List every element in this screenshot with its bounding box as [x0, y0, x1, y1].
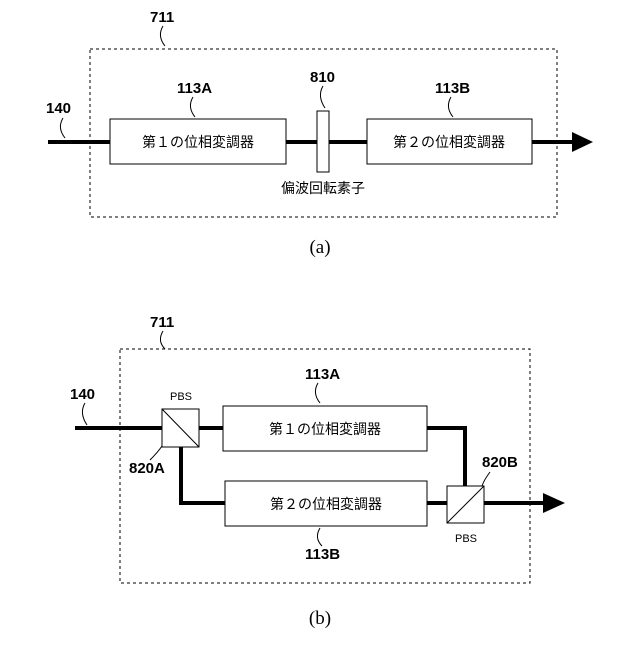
diagram-a: 711 140 第１の位相変調器 113A 810 偏波回転素子 第２の位相変調…	[46, 9, 593, 258]
upper-path-out	[427, 428, 465, 486]
phase-modulator-1-text-b: 第１の位相変調器	[269, 421, 381, 437]
phase-modulator-2-leader-a	[448, 97, 453, 117]
phase-modulator-2-ref-b: 113B	[305, 546, 340, 563]
polarization-rotator	[317, 111, 329, 172]
pbs-820b-leader	[482, 472, 490, 486]
polarization-rotator-text: 偏波回転素子	[281, 180, 365, 196]
lower-path-in	[181, 447, 225, 503]
unit-711-label-a: 711	[150, 9, 174, 26]
input-leader-b	[82, 403, 87, 425]
unit-711-leader-a	[160, 26, 165, 46]
unit-711-label-b: 711	[150, 314, 174, 331]
input-leader-a	[60, 118, 65, 138]
input-label-b: 140	[70, 386, 95, 403]
phase-modulator-2-ref-a: 113B	[435, 80, 470, 97]
diagram-b: 711 140 PBS 820A 第１の位相変調器 113A 第２の位相変調器 …	[70, 314, 565, 629]
phase-modulator-1-leader-b	[315, 383, 320, 403]
phase-modulator-2-text-a: 第２の位相変調器	[393, 134, 505, 150]
pbs-820a-ref: 820A	[129, 460, 165, 477]
output-arrow-a	[572, 132, 593, 152]
polarization-rotator-leader	[320, 86, 325, 108]
input-label-a: 140	[46, 100, 71, 117]
phase-modulator-1-ref-b: 113A	[305, 366, 340, 383]
phase-modulator-1-text-a: 第１の位相変調器	[142, 134, 254, 150]
phase-modulator-1-leader-a	[190, 97, 195, 117]
phase-modulator-2-text-b: 第２の位相変調器	[270, 496, 382, 512]
output-arrow-b	[543, 493, 565, 513]
caption-a: (a)	[309, 237, 330, 258]
phase-modulator-2-leader-b	[317, 528, 322, 546]
pbs-820a-text: PBS	[170, 391, 192, 403]
pbs-820b-ref: 820B	[482, 454, 518, 471]
pbs-820b-text: PBS	[455, 533, 477, 545]
caption-b: (b)	[309, 608, 331, 629]
polarization-rotator-ref: 810	[310, 69, 335, 86]
pbs-820a-leader	[150, 446, 162, 460]
unit-711-leader-b	[160, 331, 165, 349]
phase-modulator-1-ref-a: 113A	[177, 80, 212, 97]
